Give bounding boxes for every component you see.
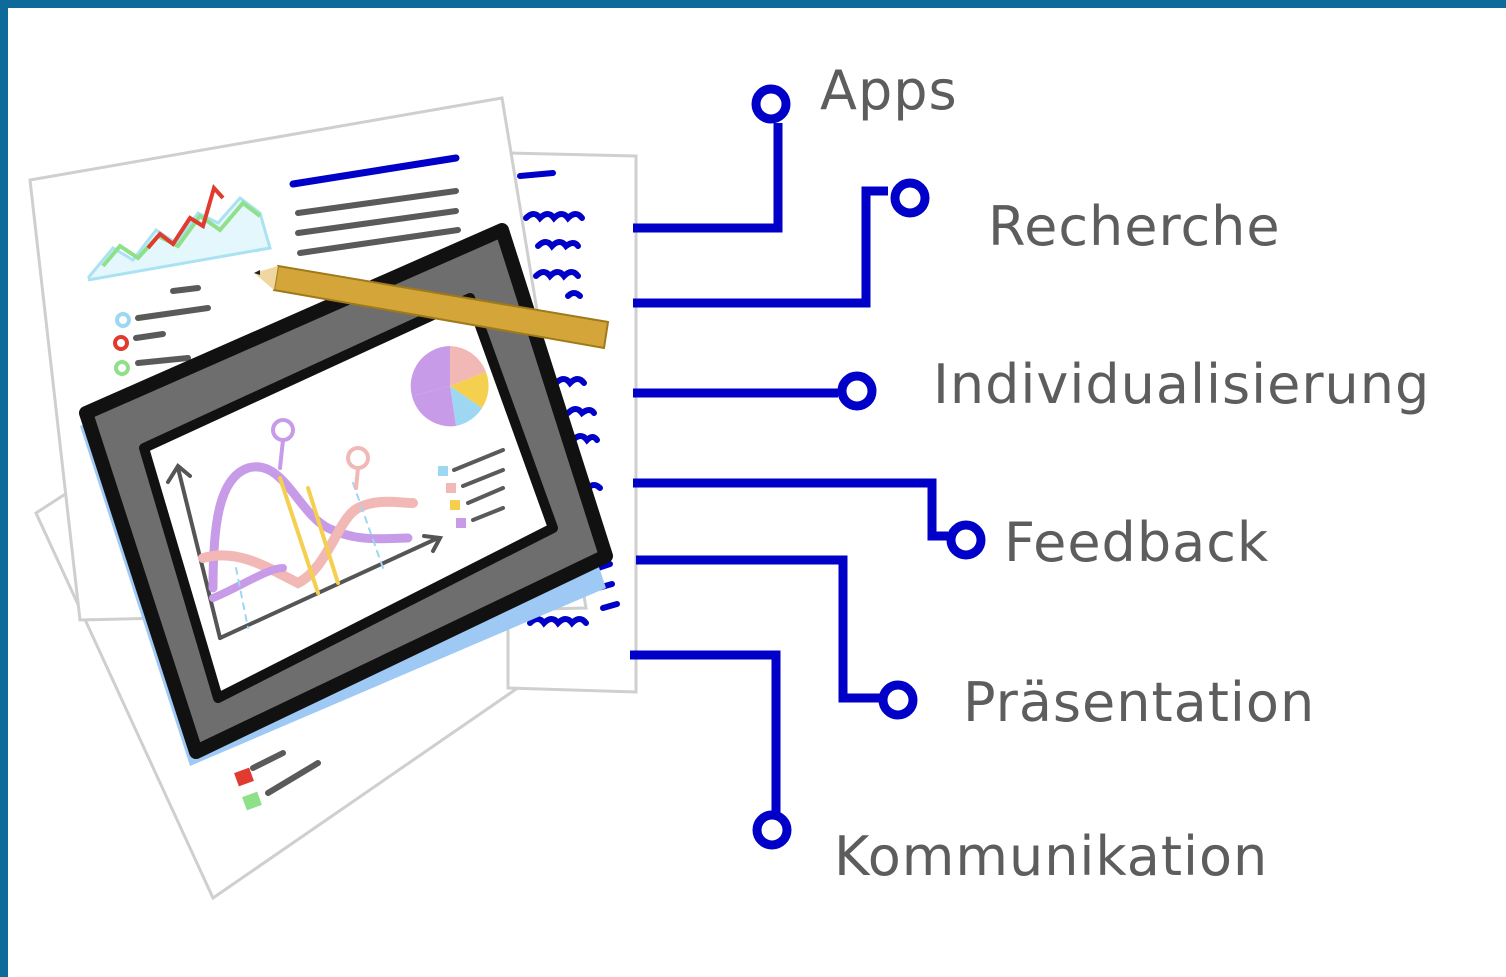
connector-apps-node bbox=[751, 84, 791, 124]
paper-green-square bbox=[242, 791, 262, 811]
label-feedback: Feedback bbox=[1004, 511, 1270, 574]
connector-individualisierung-node bbox=[837, 371, 877, 411]
label-recherche: Recherche bbox=[988, 195, 1281, 258]
connector-praesentation-node bbox=[878, 680, 918, 720]
connector-feedback bbox=[633, 478, 948, 541]
connector-recherche bbox=[633, 186, 888, 308]
label-kommunikation: Kommunikation bbox=[834, 825, 1269, 888]
paper-text-lines bbox=[133, 154, 461, 796]
connector-praesentation bbox=[636, 555, 880, 703]
connector-kommunikation-node bbox=[752, 810, 792, 850]
diagram-canvas: Apps Recherche Individualisierung Feedba… bbox=[8, 8, 1506, 977]
pencil-icon bbox=[254, 264, 610, 350]
paper-red-square bbox=[234, 767, 254, 787]
screen-legend bbox=[438, 448, 505, 528]
connector-recherche-node bbox=[890, 178, 930, 218]
label-apps: Apps bbox=[820, 59, 958, 122]
connector-kommunikation bbox=[630, 650, 781, 814]
illustration bbox=[28, 84, 986, 901]
screen-pie-chart bbox=[410, 346, 489, 427]
connector-apps bbox=[633, 123, 783, 233]
connector-lines bbox=[630, 84, 986, 850]
label-praesentation: Präsentation bbox=[963, 671, 1316, 734]
connector-feedback-node bbox=[946, 520, 986, 560]
paper-line-chart-icon bbox=[86, 183, 272, 282]
label-individualisierung: Individualisierung bbox=[933, 353, 1431, 416]
paper-bullet-circles bbox=[113, 312, 131, 376]
screen-chart bbox=[166, 418, 444, 640]
paper-scribbles bbox=[517, 170, 620, 628]
